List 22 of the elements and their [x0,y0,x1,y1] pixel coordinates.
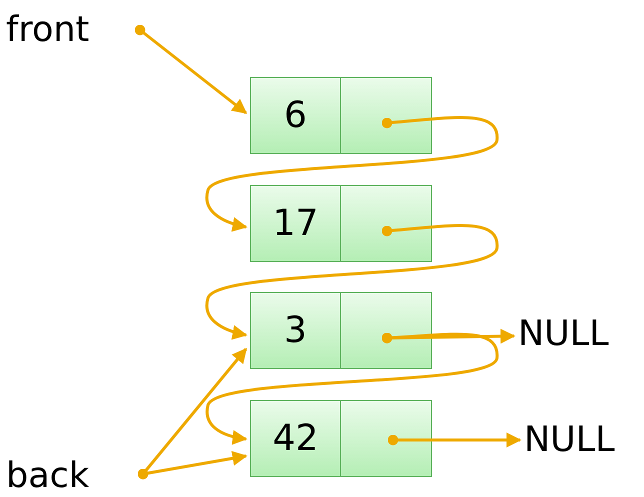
pointer-cell [340,400,432,477]
pointer-arrow [206,224,498,340]
pointer-cell [340,185,432,262]
value-cell [250,400,341,477]
pointer-label: front [6,10,90,50]
pointer-arrow [134,24,248,114]
pointer-arrow [138,450,248,480]
pointer-label: back [6,456,90,496]
pointer-arrow [388,432,522,448]
pointer-arrow [206,116,498,232]
pointer-cell [340,77,432,154]
node-value: 17 [272,203,318,244]
node-value: 42 [272,418,318,459]
pointer-cell [340,292,432,369]
node-value: 6 [284,95,307,136]
pointer-label: NULL [518,314,609,354]
value-cell [250,185,341,262]
value-cell [250,77,341,154]
node-value: 3 [284,310,307,351]
pointer-arrow [206,332,498,444]
value-cell [250,292,341,369]
pointer-label: NULL [524,420,615,460]
